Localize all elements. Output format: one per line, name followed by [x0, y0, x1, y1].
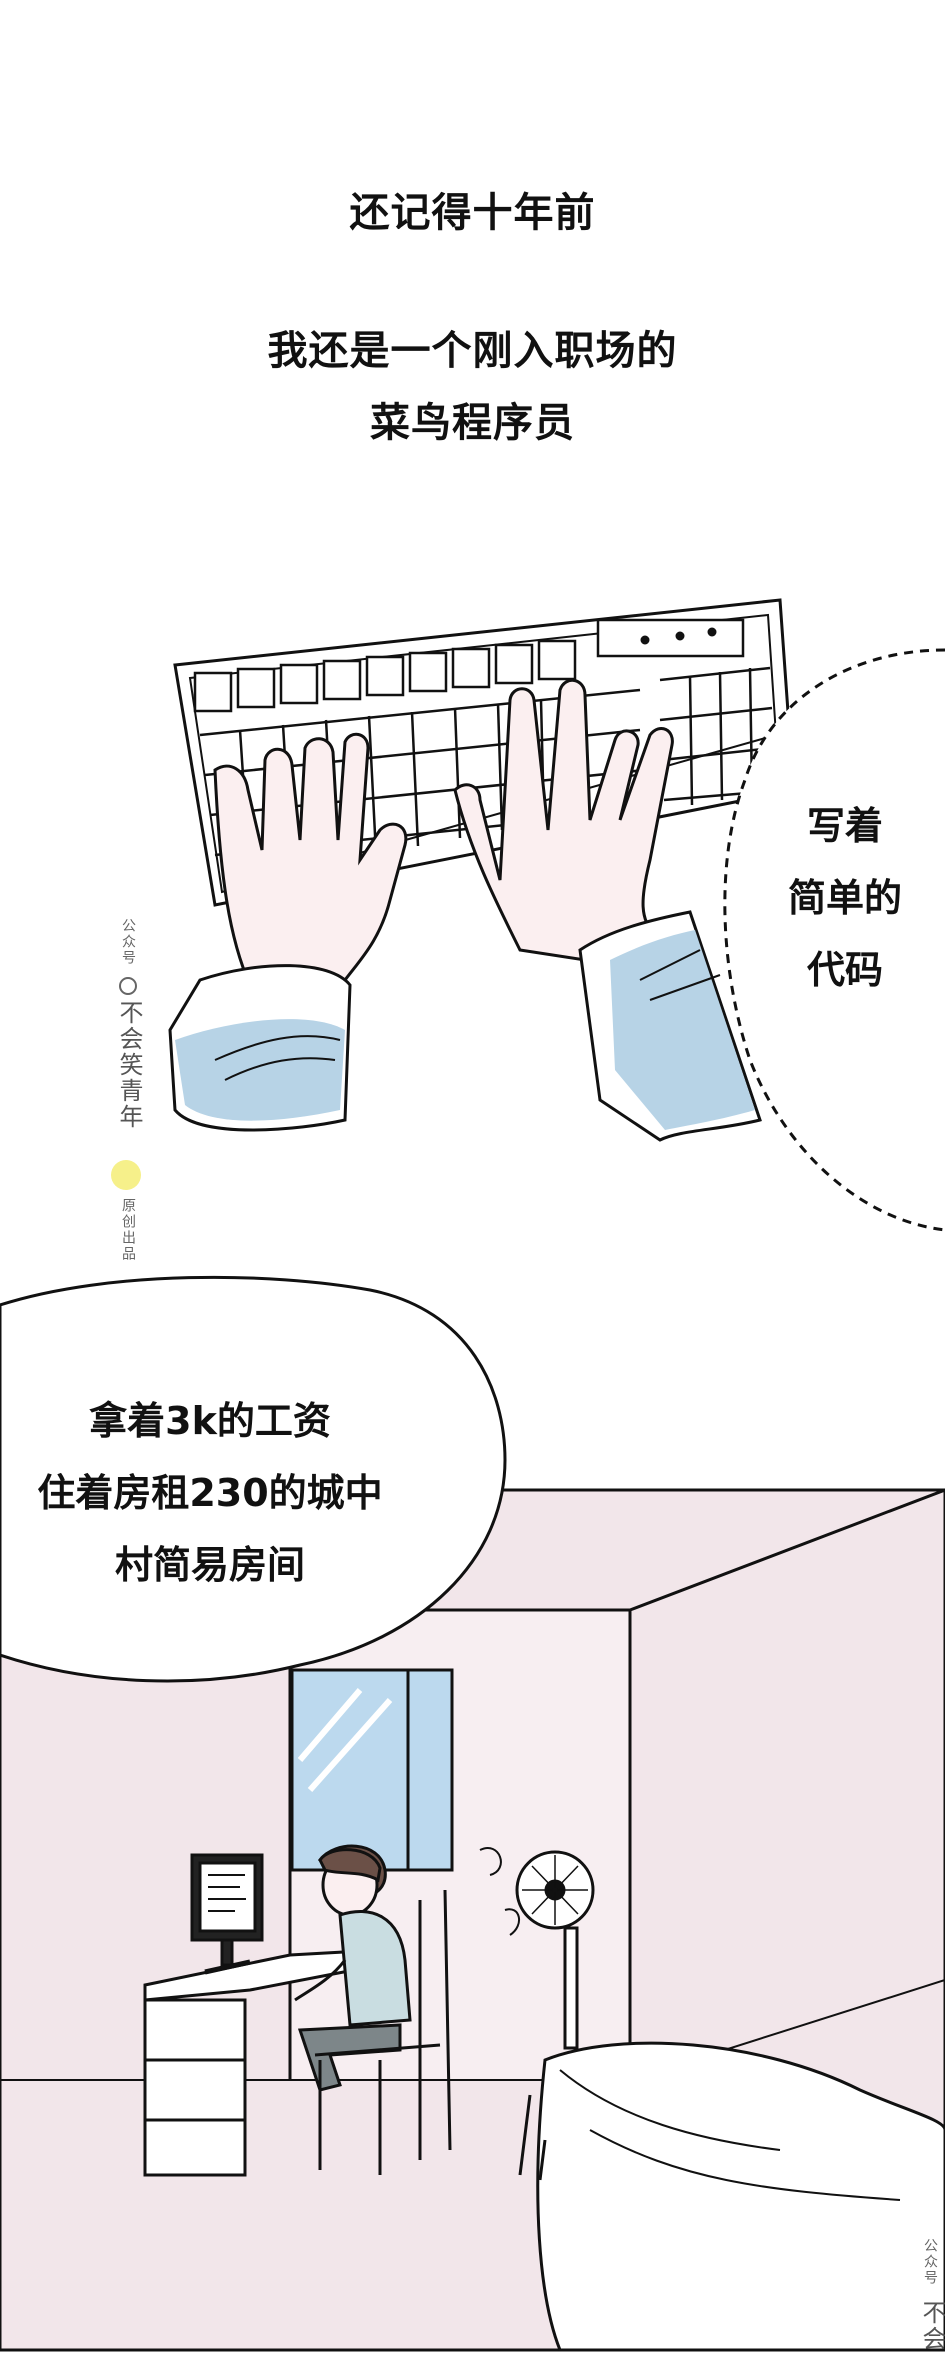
caption-line-1: 还记得十年前: [349, 190, 596, 236]
watermark-bottom: 原创出品: [120, 1198, 136, 1262]
thought-bubble-right: [723, 648, 945, 1232]
watermark-name: 不会笑青年: [115, 1000, 143, 1130]
smiley-icon: [111, 1160, 141, 1190]
bubble-right-line-2: 简单的: [787, 876, 902, 920]
right-hand: [453, 679, 674, 962]
bubble-left-line-1: 拿着3k的工资: [89, 1399, 331, 1443]
bed: [518, 2041, 945, 2352]
watermark-corner-name: 不会: [918, 2300, 945, 2352]
watermark-corner-small: 公众号: [922, 2238, 938, 2286]
bubble-right-line-3: 代码: [806, 948, 883, 992]
left-sleeve: [168, 964, 352, 1132]
desk: [143, 1948, 382, 2177]
thought-bubble-text: 写着 简单的 代码: [775, 790, 915, 1006]
speech-bubble-left: [0, 1275, 507, 1683]
chair: [314, 1889, 452, 2175]
caption-line-2: 我还是一个刚入职场的: [267, 328, 678, 374]
bubble-left-line-3: 村简易房间: [114, 1543, 305, 1587]
caption-line-3: 菜鸟程序员: [370, 400, 575, 446]
bubble-right-line-1: 写着: [806, 804, 883, 848]
electric-fan: [479, 1847, 595, 2050]
watermark-logo-icon: [119, 977, 137, 995]
bubble-left-line-2: 住着房租230的城中: [37, 1471, 383, 1515]
watermark-small-top: 公众号: [120, 918, 136, 966]
right-sleeve: [578, 910, 762, 1142]
monitor: [190, 1853, 264, 1975]
speech-bubble-text: 拿着3k的工资 住着房租230的城中 村简易房间: [10, 1385, 410, 1601]
